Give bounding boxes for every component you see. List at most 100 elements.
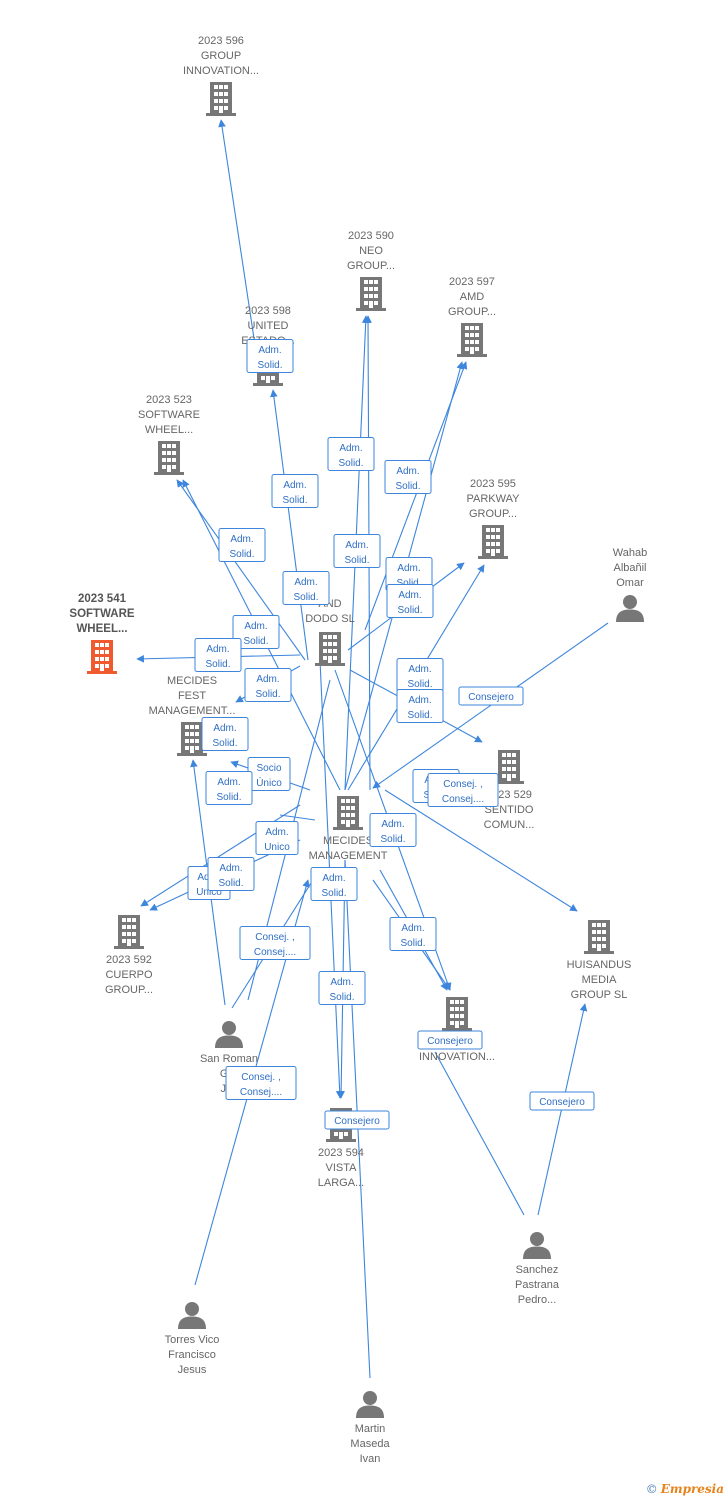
edge-label-e5[interactable]: Adm.Solid. [333, 534, 381, 568]
building-icon [333, 796, 363, 830]
node-n596[interactable]: 2023 596GROUPINNOVATION... [183, 35, 259, 116]
edge-label-e31[interactable]: Consejero [324, 1110, 390, 1130]
empresia-logo: Empresia [660, 1482, 724, 1496]
edge-label-e32[interactable]: Consejero [529, 1091, 595, 1111]
person-icon [616, 595, 644, 622]
node-n523[interactable]: 2023 523SOFTWAREWHEEL... [138, 394, 200, 475]
node-fest[interactable]: MECIDES FEST MANAGEMENT... [149, 675, 236, 756]
edge-label-text: Adm. [322, 873, 345, 884]
edge-label-e16[interactable]: Adm. Solid. [201, 717, 249, 751]
edge-label-text: Adm. [401, 923, 424, 934]
edge-label-e26[interactable]: Consej. ,Consej.... [239, 926, 311, 960]
relationship-edge [364, 361, 468, 631]
node-n595[interactable]: 2023 595PARKWAYGROUP... [467, 478, 521, 559]
edge-label-text: Socio [256, 763, 281, 774]
edge-label-e12[interactable]: Adm.Solid. [244, 668, 292, 702]
node-label: 2023 595 [470, 478, 516, 490]
edge-label-box [207, 857, 255, 891]
edge-label-text: Unico [264, 842, 290, 853]
node-label: Martin [355, 1423, 386, 1435]
edge-label-text: Solid. [395, 481, 420, 492]
node-innov2[interactable]: GROUPINNOVATION... [419, 997, 495, 1063]
node-label: LARGA... [318, 1177, 364, 1189]
node-label: 2023 523 [146, 394, 192, 406]
edge-label-e28[interactable]: Adm.Solid. [389, 917, 437, 951]
edge-label-text: Adm. [397, 563, 420, 574]
edge-label-e3[interactable]: Adm.Solid. [271, 474, 319, 508]
edge-label-e21[interactable]: Adm.Solid. [369, 813, 417, 847]
edge-label-e15[interactable]: Consejero [458, 686, 524, 706]
edge-label-text: Solid. [216, 792, 241, 803]
edge-label-text: Adm. [339, 443, 362, 454]
node-label: WHEEL... [145, 424, 193, 436]
node-label: FEST [178, 690, 206, 702]
node-n592[interactable]: 2023 592CUERPOGROUP... [105, 915, 153, 996]
node-label: MANAGEMENT... [149, 705, 236, 717]
edge-label-e4[interactable]: Adm.Solid. [218, 528, 266, 562]
node-label: MECIDES [167, 675, 217, 687]
node-n590[interactable]: 2023 590NEOGROUP... [347, 230, 395, 311]
node-sanchez[interactable]: SanchezPastranaPedro... [515, 1232, 560, 1306]
edge-label-box [396, 689, 444, 723]
edge-label-e9[interactable]: Adm.Solid. [386, 584, 434, 618]
relationship-edge [434, 1051, 525, 1216]
edge-label-box [310, 867, 358, 901]
edge-label-text: Solid. [212, 738, 237, 749]
node-label: 2023 597 [449, 276, 495, 288]
edge-label-box [427, 773, 499, 807]
node-n594[interactable]: 2023 594VISTALARGA... [318, 1108, 364, 1189]
edge-label-e20[interactable]: Consej. , Consej.... [427, 773, 499, 807]
edge-label-box [232, 615, 280, 649]
edge-label-e30[interactable]: Consej. ,Consej.... [225, 1066, 297, 1100]
building-icon [457, 323, 487, 357]
edge-label-e6[interactable]: Adm.Solid. [384, 460, 432, 494]
building-icon [478, 525, 508, 559]
edge-label-e10[interactable]: Adm.Solid. [232, 615, 280, 649]
edge-label-e18[interactable]: Adm.Solid. [205, 771, 253, 805]
edge-label-e14[interactable]: Adm.Solid. [396, 689, 444, 723]
edge-label-e1[interactable]: Adm.Solid. [246, 339, 294, 373]
edge-label-text: Consej.... [254, 947, 296, 958]
node-label: San Roman [200, 1053, 258, 1065]
node-label: COMUN... [484, 819, 535, 831]
edge-label-text: Solid. [321, 888, 346, 899]
node-n541[interactable]: 2023 541SOFTWAREWHEEL... [69, 593, 135, 674]
edge-label-text: Solid. [396, 578, 421, 589]
edge-label-e22[interactable]: Adm.Unico [255, 821, 299, 855]
node-label: 2023 596 [198, 35, 244, 47]
edge-label-text: Solid. [407, 710, 432, 721]
edge-label-e7[interactable]: Adm.Solid. [282, 571, 330, 605]
edge-label-e27[interactable]: Adm.Solid. [318, 971, 366, 1005]
node-n597[interactable]: 2023 597AMDGROUP... [448, 276, 496, 357]
edge-label-e29[interactable]: Consejero [417, 1030, 483, 1050]
node-label: HUISANDUS [567, 959, 632, 971]
node-label: Francisco [168, 1349, 216, 1361]
node-label: GROUP... [448, 306, 496, 318]
edge-label-text: Consej. , [443, 779, 482, 790]
edge-label-text: Consej.... [442, 794, 484, 805]
node-label: Ivan [360, 1453, 381, 1465]
node-label: INNOVATION... [183, 65, 259, 77]
node-label: SOFTWARE [69, 608, 134, 620]
edge-label-e11[interactable]: Adm.Solid. [194, 638, 242, 672]
edge-label-text: Consej. , [241, 1072, 280, 1083]
edge-label-e2[interactable]: Adm.Solid. [327, 437, 375, 471]
relationship-edge [279, 814, 316, 821]
edge-label-box [458, 686, 524, 706]
edge-label-box [201, 717, 249, 751]
edge-label-box [225, 1066, 297, 1100]
edge-label-e25[interactable]: Adm. Solid. [310, 867, 358, 901]
node-label: Albañil [613, 562, 646, 574]
empresia-credit[interactable]: ©Empresia [646, 1482, 724, 1496]
edge-label-text: Consejero [334, 1116, 380, 1127]
edge-label-e13[interactable]: Adm.Solid. [396, 658, 444, 692]
edge-label-text: Adm. [213, 723, 236, 734]
edge-label-e24[interactable]: Adm.Solid. [207, 857, 255, 891]
